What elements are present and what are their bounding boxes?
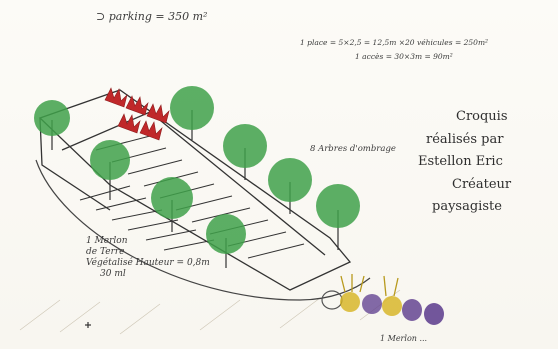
- note-bottom: 1 Merlon ...: [380, 334, 428, 343]
- note-merlon-line: de Terre: [86, 247, 125, 257]
- tree: [90, 140, 130, 200]
- note-merlon-line: Végétalisé Hauteur = 0,8m: [86, 258, 210, 268]
- caption-line: réalisés par: [426, 131, 504, 147]
- shade-trees: [34, 86, 360, 268]
- caption-line: Créateur: [452, 176, 512, 192]
- tree: [316, 184, 360, 250]
- note-access-size: 1 accès = 30×3m = 90m²: [355, 52, 453, 61]
- merlon-outline: [35, 159, 371, 301]
- note-parking-area: ⊃ parking = 350 m²: [96, 10, 208, 23]
- tree: [34, 100, 70, 150]
- caption-line: paysagiste: [432, 199, 502, 214]
- tree: [268, 158, 312, 214]
- tree: [223, 124, 267, 180]
- caption-line: Croquis: [456, 109, 508, 124]
- caption-line: Estellon Eric: [418, 154, 503, 169]
- note-merlon-line: 1 Merlon: [86, 236, 128, 246]
- note-merlon: 1 Merlon de Terre Végétalisé Hauteur = 0…: [86, 236, 210, 280]
- tree: [151, 177, 193, 232]
- note-shade-trees: 8 Arbres d'ombrage: [310, 144, 396, 154]
- note-merlon-line: 30 ml: [100, 269, 126, 279]
- tree: [206, 214, 246, 268]
- bottom-plants: [321, 274, 444, 325]
- cross-mark: [85, 322, 91, 328]
- note-place-size: 1 place = 5×2,5 = 12,5m ×20 véhicules = …: [300, 38, 489, 47]
- red-flowers: [104, 87, 170, 141]
- author-caption: Croquis réalisés par Estellon Eric Créat…: [418, 106, 558, 219]
- tree: [170, 86, 214, 140]
